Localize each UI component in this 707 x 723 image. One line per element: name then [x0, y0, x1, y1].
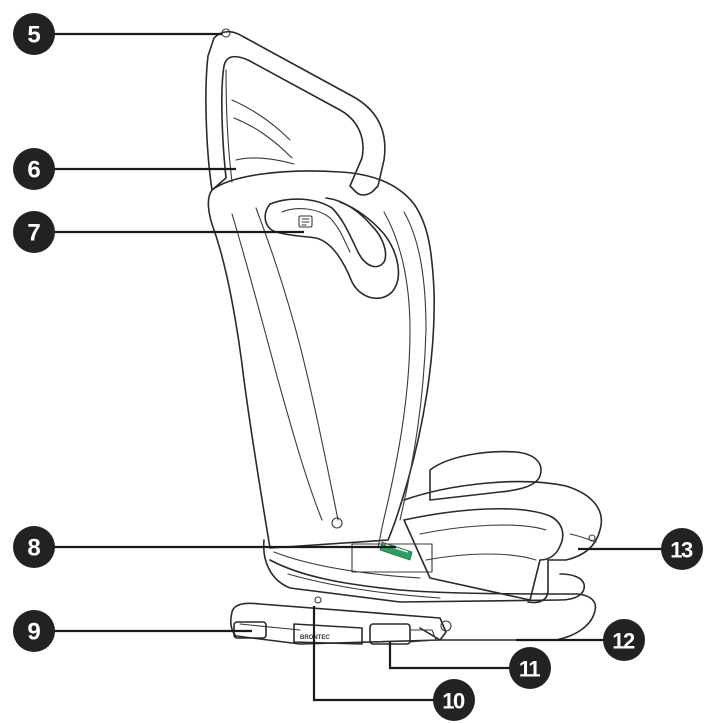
callout-8: 8 [13, 526, 55, 568]
callout-5: 5 [13, 13, 55, 55]
callout-5-number: 5 [27, 22, 40, 49]
callout-12-number: 12 [612, 629, 635, 654]
callout-6: 6 [13, 148, 55, 190]
callout-13: 13 [661, 528, 703, 570]
callout-12: 12 [603, 619, 645, 661]
callout-11: 11 [509, 647, 551, 689]
callout-7: 7 [13, 211, 55, 253]
callout-11-number: 11 [519, 657, 541, 682]
callout-9-number: 9 [27, 619, 40, 646]
callout-10: 10 [433, 679, 475, 721]
backrest [207, 170, 435, 549]
leader-lines [42, 32, 662, 702]
callout-13-number: 13 [670, 538, 693, 563]
callout-10-number: 10 [442, 689, 465, 714]
seat-cushion [403, 450, 603, 604]
callout-8-number: 8 [27, 535, 40, 562]
callout-9: 9 [13, 610, 55, 652]
callout-7-number: 7 [27, 220, 40, 247]
base-brand-label: BRONTEC [300, 635, 330, 641]
base: BRONTEC [230, 539, 597, 645]
callout-6-number: 6 [27, 157, 40, 184]
headrest [205, 28, 386, 196]
